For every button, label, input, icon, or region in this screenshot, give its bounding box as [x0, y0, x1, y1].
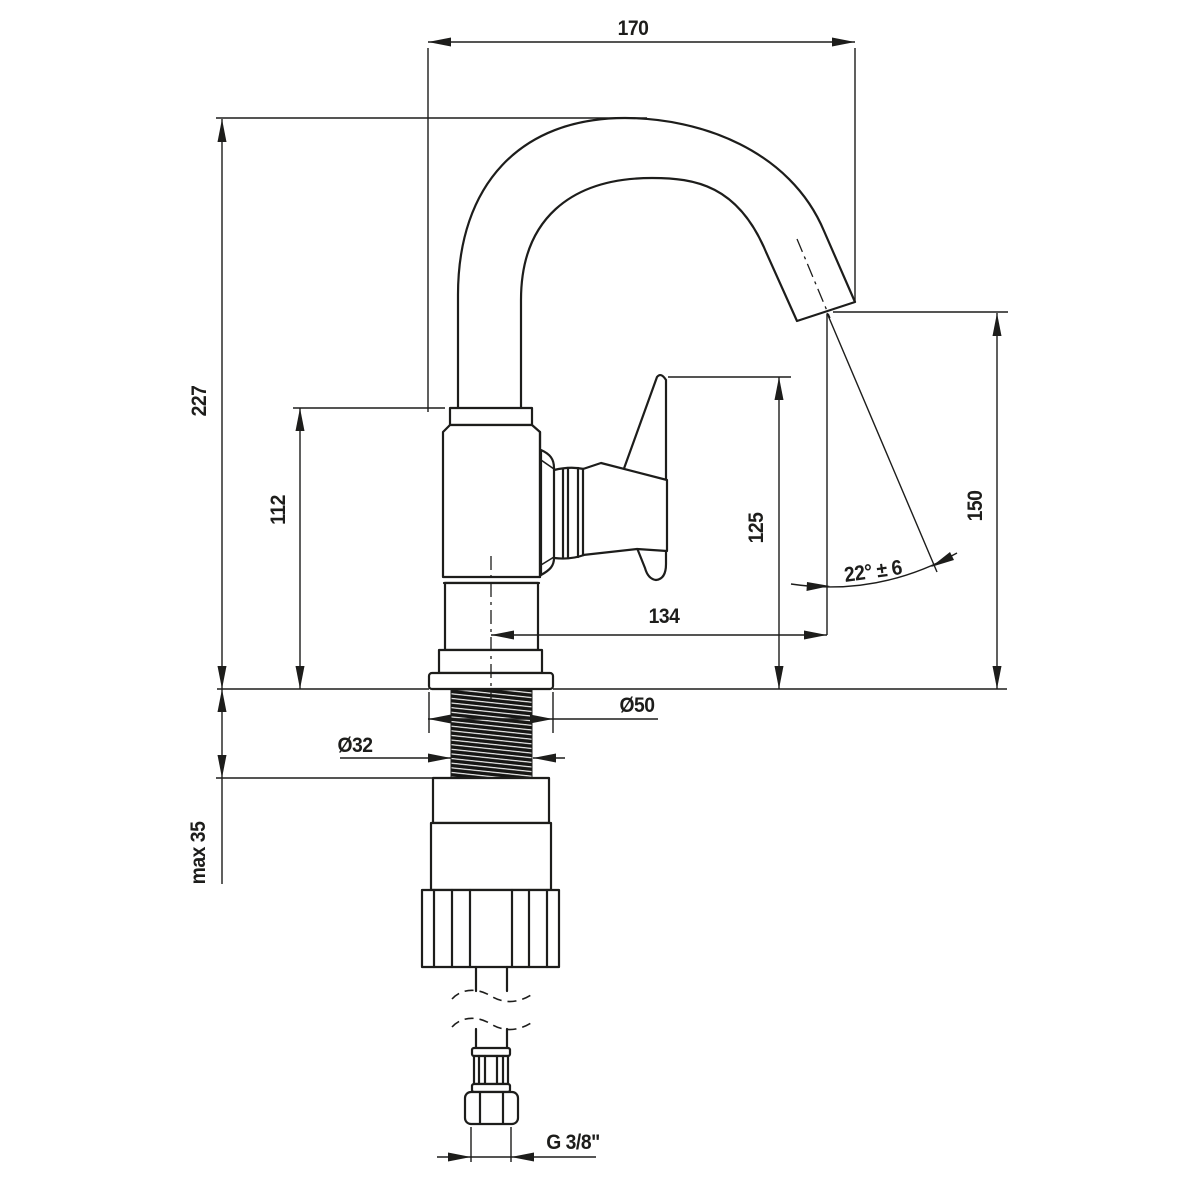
dim-label-hose-connection: G 3/8" [546, 1131, 600, 1154]
dim-label-outlet-height: 150 [964, 490, 987, 521]
spout-outline [456, 116, 857, 412]
hose-fitting [463, 1046, 520, 1126]
dim-label-spout-reach: 170 [618, 17, 649, 40]
dim-label-shank-diameter: Ø32 [337, 734, 372, 757]
dim-label-outlet-horizontal: 134 [649, 605, 681, 628]
arrowhead [511, 1152, 534, 1162]
spout-collar [448, 406, 534, 427]
arrowhead [774, 666, 784, 689]
angle-reference-line [826, 312, 938, 573]
fitting-hex-nut [463, 1090, 520, 1126]
stem-bottom-edge [552, 553, 586, 560]
dim-label-overall-height: 227 [188, 385, 211, 416]
dimension-deck-max-thickness: max 35 [187, 689, 433, 884]
arrowhead [804, 630, 827, 640]
hose-break-upper [451, 989, 532, 1003]
arrowhead [491, 630, 514, 640]
handle-cone [581, 461, 669, 557]
fitting-flange-bottom [470, 1082, 512, 1094]
supply-hose [451, 965, 532, 1051]
arrowhead [217, 666, 227, 689]
dome-contour-top [540, 459, 555, 470]
dimension-outlet-horizontal: 134 [491, 314, 828, 640]
arrowhead [295, 408, 305, 431]
arrowhead [428, 37, 451, 47]
dome-contour-bottom [540, 556, 555, 566]
body-upper [441, 423, 542, 579]
arrowhead [217, 119, 227, 142]
faucet-geometry [217, 116, 1007, 1126]
dim-label-outlet-angle: 22° ± 6 [843, 556, 904, 587]
dimension-outlet-height: 150 [833, 311, 1008, 689]
arrowhead [428, 753, 451, 763]
castellated-skirt [420, 888, 561, 969]
dimension-body-top-height: 112 [267, 407, 445, 689]
arrowhead [428, 714, 451, 724]
arrowhead [806, 582, 830, 591]
dim-label-body-top-height: 112 [267, 495, 290, 525]
arrowhead [448, 1152, 471, 1162]
cartridge-dome [539, 448, 556, 577]
handle-assembly [539, 373, 669, 582]
arrowhead [992, 313, 1002, 336]
dimension-flange-diameter: Ø50 [428, 692, 658, 733]
mounting-washer [431, 776, 551, 825]
arrowhead [217, 755, 227, 778]
arrowhead [774, 377, 784, 400]
dimension-handle-top-height: 125 [668, 376, 791, 689]
dimension-spout-reach: 170 [427, 17, 856, 412]
dim-label-flange-diameter: Ø50 [619, 694, 654, 717]
mounting-nut [429, 821, 553, 892]
fitting-flange-top [470, 1046, 512, 1058]
dimension-shank-diameter: Ø32 [337, 734, 565, 763]
arrowhead [931, 552, 954, 567]
dimension-hose-connection: G 3/8" [437, 1127, 600, 1162]
dim-label-handle-top-height: 125 [745, 512, 768, 543]
dimension-outlet-angle: 22° ± 6 [790, 312, 958, 591]
stem-top-edge [552, 466, 586, 472]
arrowhead [295, 666, 305, 689]
hose-break-lower [451, 1017, 532, 1031]
arrowhead [533, 753, 556, 763]
arrowhead [217, 689, 227, 712]
arrowhead [832, 37, 855, 47]
threaded-shank [450, 689, 533, 779]
dim-label-deck-max-thickness: max 35 [187, 821, 210, 884]
dimension-overall-height: 227 [188, 117, 647, 689]
arrowhead [992, 666, 1002, 689]
arrowhead [530, 714, 553, 724]
dimensions: 170 227 112 max 35 [187, 17, 1008, 1162]
